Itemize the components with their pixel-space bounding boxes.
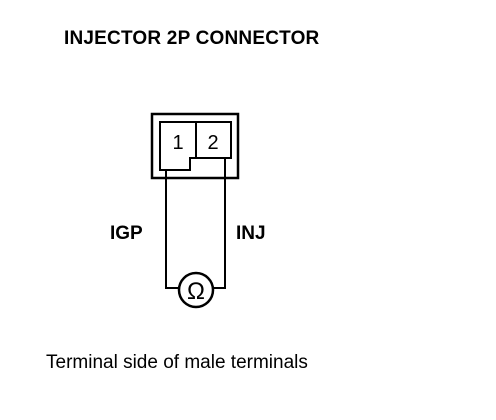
connector-housing <box>150 112 240 180</box>
ohm-symbol: Ω <box>187 278 205 305</box>
igp-wire <box>165 170 178 289</box>
igp-label: IGP <box>110 223 143 244</box>
inj-label: INJ <box>236 223 266 244</box>
inj-wire <box>214 158 226 289</box>
pin-2-label: 2 <box>207 132 218 154</box>
ohmmeter-icon <box>177 271 215 309</box>
connector-inner-frame <box>159 121 232 171</box>
diagram-caption: Terminal side of male terminals <box>46 352 308 373</box>
diagram-title: INJECTOR 2P CONNECTOR <box>64 28 320 49</box>
pin-1-label: 1 <box>172 132 183 154</box>
